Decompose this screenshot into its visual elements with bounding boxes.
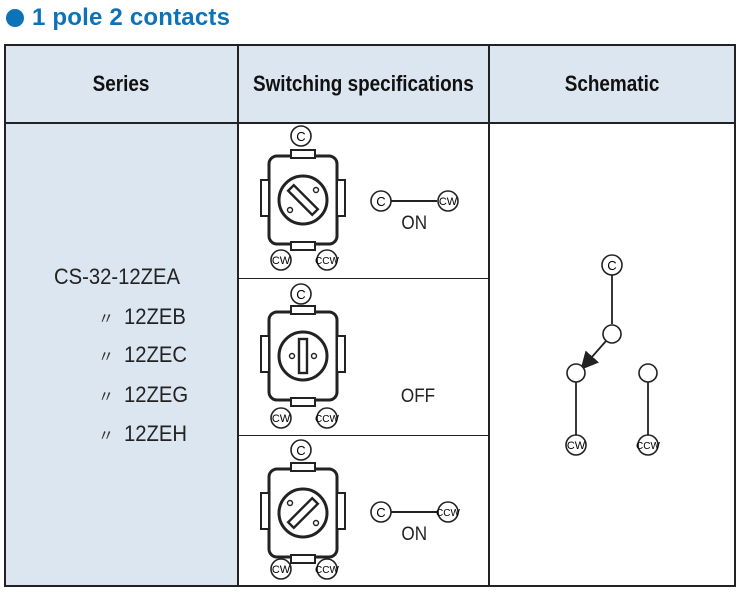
series-variant: 〃12ZEC [98,342,188,367]
column-divider [237,46,239,585]
schematic-diagram: C CW CCW [565,254,660,456]
series-cell: CS-32-12ZEA 〃12ZEB 〃12ZEC 〃12ZEG 〃12ZEH [6,124,237,585]
svg-text:CCW: CCW [315,414,339,425]
bullet-icon [6,9,24,27]
svg-text:C: C [376,194,385,209]
state-status-label: ON [401,524,428,545]
svg-text:CCW: CCW [315,256,339,267]
rotary-switch-diagram: C CW CCW C CCW [260,439,460,580]
spec-table: Series Switching specifications Schemati… [4,44,736,587]
section-heading: 1 pole 2 contacts [6,4,230,32]
svg-text:CW: CW [272,413,291,425]
svg-text:CW: CW [272,564,291,576]
row-divider [239,435,488,436]
switch-state-2: C CW CCW OFF [239,279,488,435]
header-switching: Switching specifications [239,46,488,122]
svg-text:C: C [296,129,305,144]
section-title: 1 pole 2 contacts [32,4,231,31]
svg-text:CCW: CCW [315,565,339,576]
series-variant: 〃12ZEH [98,421,188,446]
svg-text:C: C [607,258,616,273]
switch-state-3: C CW CCW C CCW ON [239,436,488,585]
header-series: Series [6,46,237,122]
rotary-switch-diagram: C CW CCW [260,283,346,429]
schematic-cell: C CW CCW [490,124,734,585]
switch-state-1: C CW CCW C CW ON [239,124,488,278]
state-status-label: ON [401,213,428,234]
column-divider [488,46,490,585]
svg-text:C: C [296,287,305,302]
svg-text:CCW: CCW [636,441,660,452]
rotary-switch-diagram: C CW CCW C CW [260,125,459,271]
header-divider [6,122,734,124]
series-variant: 〃12ZEG [98,382,189,407]
svg-text:CW: CW [567,440,586,452]
series-main: CS-32-12ZEA [54,264,180,289]
row-divider [239,278,488,279]
svg-text:CCW: CCW [436,508,460,519]
state-status-label: OFF [400,386,436,407]
svg-text:CW: CW [439,196,458,208]
header-schematic: Schematic [490,46,734,122]
svg-text:C: C [296,443,305,458]
series-variant: 〃12ZEB [98,304,186,329]
svg-text:CW: CW [272,255,291,267]
svg-text:C: C [376,505,385,520]
